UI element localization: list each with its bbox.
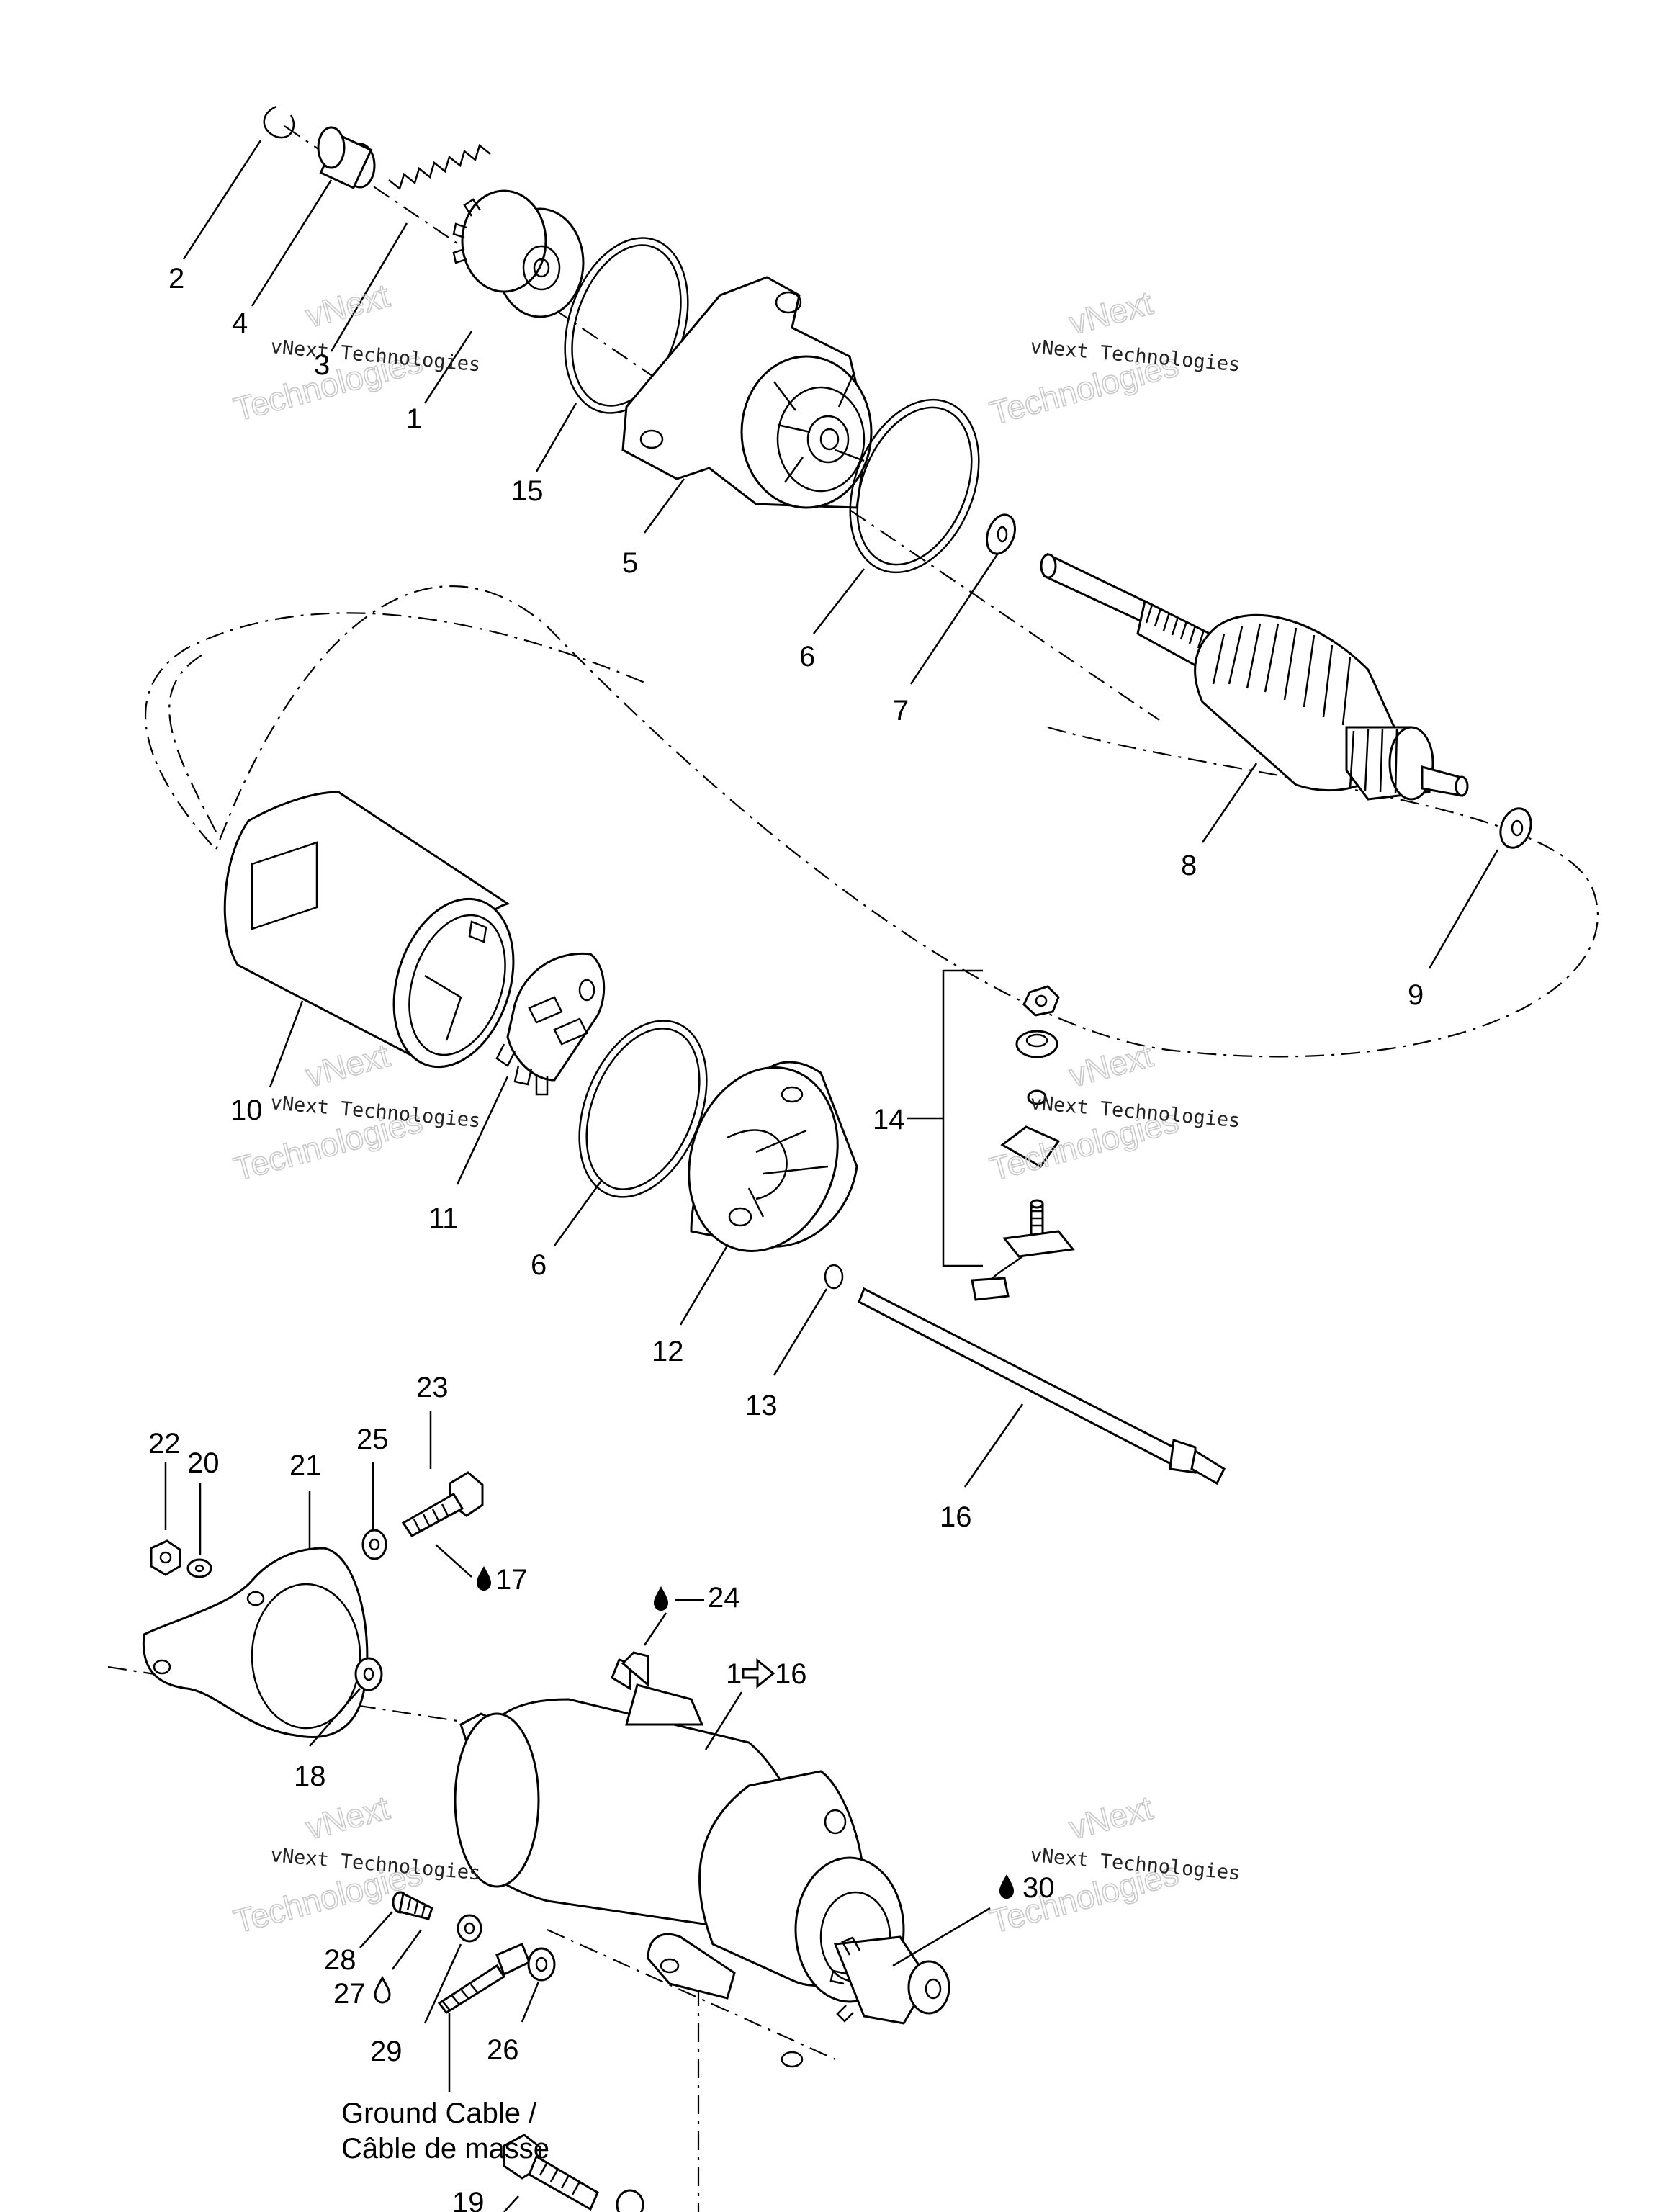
assembly-range-start: 1 <box>726 1658 742 1690</box>
starter-assembly-part <box>454 1651 950 2068</box>
callout-4: 4 <box>232 307 248 339</box>
watermark-low-left: vNext Technologies vNext Technologies <box>229 1788 481 1941</box>
callout-2: 2 <box>168 263 184 295</box>
ground-terminal <box>437 1943 531 2014</box>
assembly-axis-lines <box>107 125 1599 2212</box>
callout-20: 20 <box>187 1447 220 1479</box>
svg-text:vNext: vNext <box>1065 284 1156 342</box>
washer-7 <box>986 513 1016 555</box>
ground-cable-label-en: Ground Cable / <box>341 2098 537 2129</box>
hollow-arrow-icon <box>742 1658 775 1689</box>
armature-part <box>1040 552 1469 801</box>
lock-washer-26 <box>527 1947 556 1982</box>
callout-21: 21 <box>289 1449 322 1481</box>
washer-25 <box>361 1529 387 1560</box>
svg-text:vNext: vNext <box>302 276 393 335</box>
callout-24-dash: — <box>675 1582 704 1614</box>
washer-9 <box>1499 807 1532 849</box>
watermark-top-right: vNext Technologies vNext Technologies <box>985 283 1241 432</box>
watermark-low-right: vNext Technologies vNext Technologies <box>985 1788 1241 1941</box>
svg-text:vNext: vNext <box>302 1789 393 1847</box>
bolt-19 <box>503 2134 644 2212</box>
nut-22 <box>150 1539 181 1576</box>
callout-22: 22 <box>148 1428 181 1460</box>
washer-18 <box>354 1657 383 1691</box>
through-bolt-part <box>858 1287 1226 1485</box>
svg-text:vNext: vNext <box>302 1036 393 1094</box>
screw-28 <box>392 1891 433 1920</box>
callout-30: 30 <box>1022 1872 1055 1904</box>
washer-29 <box>457 1914 482 1943</box>
callout-1: 1 <box>406 403 422 435</box>
brush-holder-part <box>495 952 606 1096</box>
callout-19: 19 <box>452 2187 485 2212</box>
bolt-23 <box>401 1471 484 1537</box>
mounting-bracket-part <box>142 1547 369 1738</box>
callout-16: 16 <box>940 1501 972 1533</box>
drive-housing-part <box>621 276 873 509</box>
oil-drop-icon <box>374 1975 391 2004</box>
bushing-part <box>317 126 376 189</box>
ground-cable-label-fr: Câble de masse <box>341 2133 549 2164</box>
callout-12: 12 <box>652 1336 684 1367</box>
callout-6b: 6 <box>531 1249 547 1281</box>
callout-6a: 6 <box>799 641 815 673</box>
callout-13: 13 <box>745 1390 778 1421</box>
callout-9: 9 <box>1408 979 1424 1011</box>
callout-25: 25 <box>356 1424 389 1455</box>
spring-part <box>388 143 491 191</box>
callout-10: 10 <box>230 1094 263 1126</box>
watermark-mid-right: vNext Technologies vNext Technologies <box>985 1035 1241 1188</box>
callout-18: 18 <box>294 1761 326 1792</box>
callout-23: 23 <box>416 1372 449 1403</box>
leader-lines <box>164 140 1499 2212</box>
svg-text:vNext: vNext <box>1065 1789 1156 1847</box>
callout-7: 7 <box>893 695 909 727</box>
watermark-top-left: vNext Technologies vNext Technologies <box>229 276 481 428</box>
callout-27: 27 <box>333 1978 366 2010</box>
callout-17: 17 <box>495 1564 528 1596</box>
oil-drop-icon <box>654 1586 668 1611</box>
o-ring-13 <box>824 1264 844 1290</box>
callout-11: 11 <box>428 1202 459 1234</box>
callout-29: 29 <box>370 2036 403 2067</box>
washer-20 <box>186 1558 212 1578</box>
callout-14: 14 <box>873 1104 905 1136</box>
callout-15: 15 <box>511 475 544 507</box>
callout-8: 8 <box>1181 850 1197 881</box>
svg-text:vNext: vNext <box>1065 1036 1156 1094</box>
circlip-part <box>263 105 295 139</box>
callout-labels: 1 2 3 4 5 6 7 8 9 10 11 6 12 13 14 15 16… <box>148 263 1424 2212</box>
callout-26: 26 <box>487 2034 519 2066</box>
callout-3: 3 <box>314 349 330 381</box>
terminal-kit-14 <box>907 969 1075 1301</box>
yoke-part <box>223 791 515 1069</box>
oil-drop-icon <box>477 1566 491 1591</box>
pinion-part <box>452 189 585 318</box>
callout-28: 28 <box>324 1944 356 1976</box>
assembly-range-end: 16 <box>775 1658 807 1690</box>
callout-24: 24 <box>708 1582 740 1614</box>
callout-5: 5 <box>622 547 638 579</box>
end-cover-part <box>688 1061 858 1252</box>
o-ring-6-upper <box>849 398 980 574</box>
oil-drop-icon <box>999 1874 1014 1899</box>
